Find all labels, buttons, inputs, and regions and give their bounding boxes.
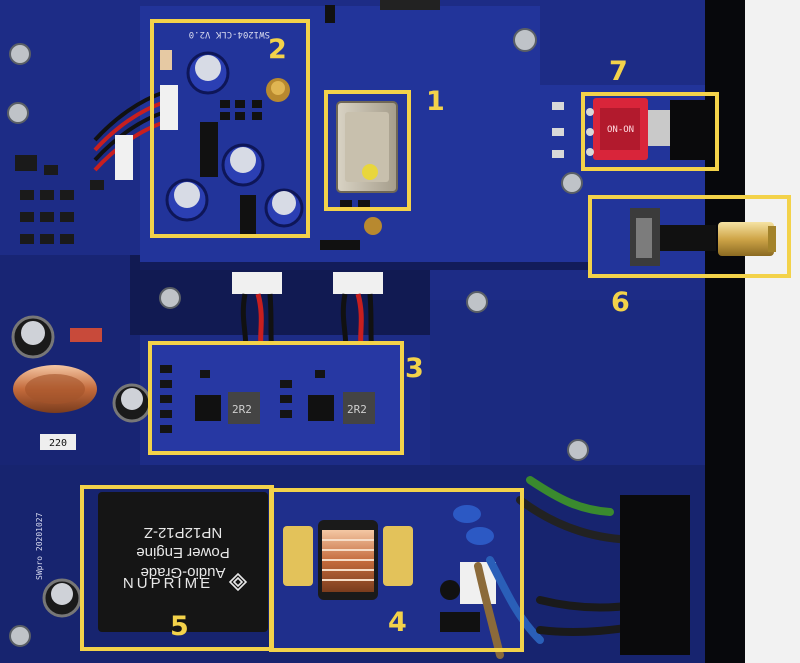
regulator-components <box>160 365 375 433</box>
side-code: SWpro 20201027 <box>35 512 44 580</box>
region-label-4: 4 <box>388 607 407 638</box>
switch-text: ON-ON <box>607 125 634 135</box>
highlight-box-6 <box>588 195 791 278</box>
oscillator-area-smd <box>320 0 440 250</box>
module-brand: NUPRIME <box>123 575 213 592</box>
highlight-box-2 <box>150 19 310 238</box>
inductor-label-right: 2R2 <box>347 403 367 416</box>
highlight-box-3 <box>148 341 404 455</box>
highlight-boxes <box>80 19 791 652</box>
resistor-code: 220 <box>49 438 67 449</box>
region-label-7: 7 <box>609 56 628 87</box>
highlight-box-7 <box>581 92 719 171</box>
wire-connector-left <box>160 85 178 130</box>
module-line-1: Audio-Grade <box>140 564 225 581</box>
inductor-label-left: 2R2 <box>232 403 252 416</box>
wire-connector-mid <box>115 135 133 180</box>
module-line-3: NP12P12-Z <box>144 524 222 541</box>
clock-psu-components <box>160 50 304 237</box>
highlight-box-5 <box>80 485 274 651</box>
board-id-text: SW1204-CLK V2.0 <box>189 29 270 39</box>
channel-shadow-left <box>0 255 140 465</box>
region-label-1: 1 <box>426 86 445 117</box>
region-label-5: 5 <box>170 611 189 642</box>
region-label-3: 3 <box>405 353 424 384</box>
bnc-connector-graphic <box>630 208 776 266</box>
toggle-switch-graphic <box>552 98 710 160</box>
chassis-side-wall <box>705 0 745 663</box>
brand-logo-icon <box>228 572 248 592</box>
left-smd-cluster <box>15 155 104 244</box>
ac-inlet <box>620 495 690 655</box>
module-line-2: Power Engine <box>136 544 229 561</box>
oscillator-side-cap <box>364 217 382 235</box>
line-filter-components <box>283 505 496 632</box>
highlight-box-1 <box>324 90 411 211</box>
region-label-2: 2 <box>268 34 287 65</box>
white-backdrop <box>742 0 800 663</box>
clock-board-edge <box>140 262 590 270</box>
region-labels: 1 2 3 4 5 6 7 <box>170 34 630 642</box>
module-print: Audio-Grade Power Engine NP12P12-Z <box>136 524 229 581</box>
oscillator-can <box>336 101 398 193</box>
power-engine-module <box>98 492 268 632</box>
channel-shadow-right <box>430 300 705 470</box>
region-label-6: 6 <box>611 287 630 318</box>
left-power-components <box>11 315 152 618</box>
